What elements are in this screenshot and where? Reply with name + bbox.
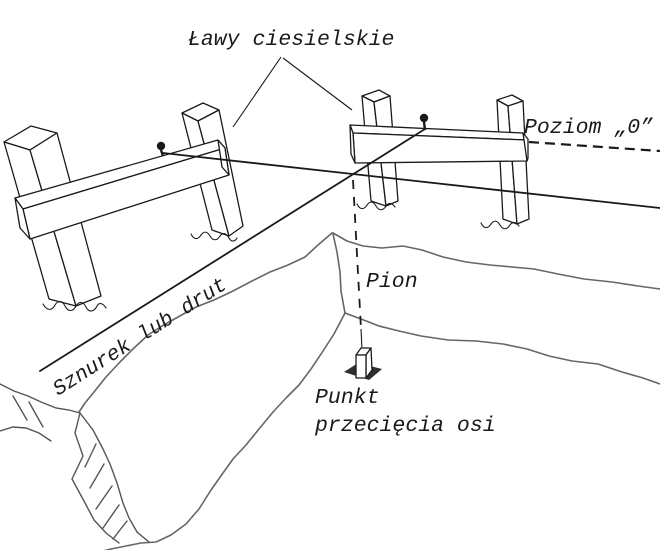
string-axis-2 xyxy=(39,128,426,372)
pit-far-left-edge xyxy=(78,232,333,413)
excavation-pit-outline xyxy=(78,232,660,550)
label-leader-lines xyxy=(232,56,353,128)
bank-hatch xyxy=(84,443,97,468)
label-plumb: Pion xyxy=(366,270,418,294)
nail-right-board xyxy=(419,113,429,131)
bank-hatch xyxy=(12,395,28,421)
right-batter-board xyxy=(349,89,530,230)
ground-break-line xyxy=(480,220,520,230)
pit-inner-corner-edge xyxy=(332,233,346,314)
label-level-zero: Poziom „0” xyxy=(524,116,653,140)
pit-far-right-edge xyxy=(332,232,660,290)
label-axis-intersection-line1: Punkt xyxy=(315,386,380,410)
pit-near-left-edge xyxy=(103,312,346,550)
label-batter-boards: Ławy ciesielskie xyxy=(188,28,394,52)
plumb-string xyxy=(360,328,363,351)
nail-left-board xyxy=(156,141,166,157)
ground-break-line xyxy=(42,300,107,312)
ground-break-line xyxy=(356,201,396,211)
plumb-assembly xyxy=(344,179,382,380)
bank-hatch xyxy=(112,520,128,540)
bank-hatch xyxy=(102,504,120,529)
label-axis-intersection-line2: przecięcia osi xyxy=(314,414,496,438)
bank-hatch xyxy=(28,401,44,428)
string-axis-1 xyxy=(162,152,660,209)
plumb-bob xyxy=(355,347,373,379)
plumb-dashed-line xyxy=(352,179,362,330)
excavation-bank-hatching xyxy=(0,383,150,544)
bank-hatch xyxy=(95,485,113,510)
axis-strings xyxy=(39,113,660,372)
ground-break-line xyxy=(190,231,238,242)
left-batter-board xyxy=(3,102,244,312)
bank-hatch xyxy=(89,463,105,489)
pit-near-right-edge xyxy=(344,312,660,385)
level-zero-dashed-line xyxy=(528,140,660,153)
